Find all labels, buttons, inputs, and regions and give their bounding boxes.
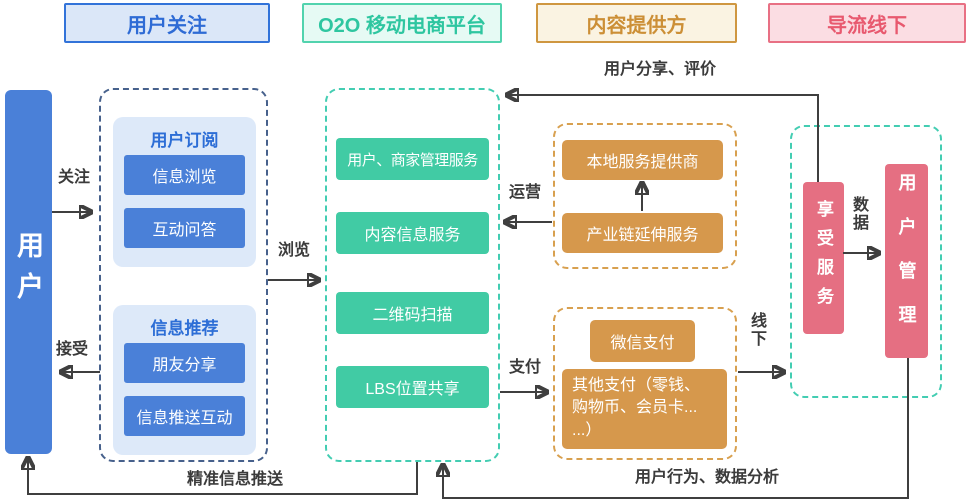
header-user-follow: 用户关注 bbox=[64, 3, 270, 43]
node-wechat-pay: 微信支付 bbox=[590, 320, 695, 362]
user-node: 用户 bbox=[5, 90, 52, 454]
header-platform: O2O 移动电商平台 bbox=[302, 3, 502, 43]
label-pay: 支付 bbox=[508, 359, 541, 376]
node-info-push-interact: 信息推送互动 bbox=[124, 396, 245, 436]
label-behavior-analysis: 用户行为、数据分析 bbox=[634, 469, 779, 486]
node-industry-chain-service: 产业链延伸服务 bbox=[562, 213, 723, 253]
label-precise-push: 精准信息推送 bbox=[186, 471, 283, 488]
node-user-merchant-mgmt: 用户、商家管理服务 bbox=[336, 138, 489, 180]
label-accept: 接受 bbox=[55, 341, 88, 358]
label-browse: 浏览 bbox=[277, 242, 310, 259]
node-enjoy-service: 享受服务 bbox=[803, 182, 844, 334]
recommend-title: 信息推荐 bbox=[150, 319, 219, 338]
header-offline: 导流线下 bbox=[768, 3, 966, 43]
node-other-pay: 其他支付（零钱、 购物币、会员卡... ...） bbox=[562, 369, 727, 449]
node-lbs-share: LBS位置共享 bbox=[336, 366, 489, 408]
label-data: 数据 bbox=[852, 197, 869, 233]
node-content-info-service: 内容信息服务 bbox=[336, 212, 489, 254]
label-user-share: 用户分享、评价 bbox=[603, 61, 716, 78]
label-follow: 关注 bbox=[57, 169, 90, 186]
label-offline: 线下 bbox=[750, 313, 767, 349]
label-operate: 运营 bbox=[508, 184, 541, 201]
header-content-provider: 内容提供方 bbox=[536, 3, 737, 43]
node-local-service-provider: 本地服务提供商 bbox=[562, 140, 723, 180]
node-user-management: 用户管理 bbox=[885, 164, 928, 358]
node-info-browse: 信息浏览 bbox=[124, 155, 245, 195]
subscribe-title: 用户订阅 bbox=[150, 131, 219, 150]
node-friend-share: 朋友分享 bbox=[124, 343, 245, 383]
node-interactive-qa: 互动问答 bbox=[124, 208, 245, 248]
node-qrcode-scan: 二维码扫描 bbox=[336, 292, 489, 334]
